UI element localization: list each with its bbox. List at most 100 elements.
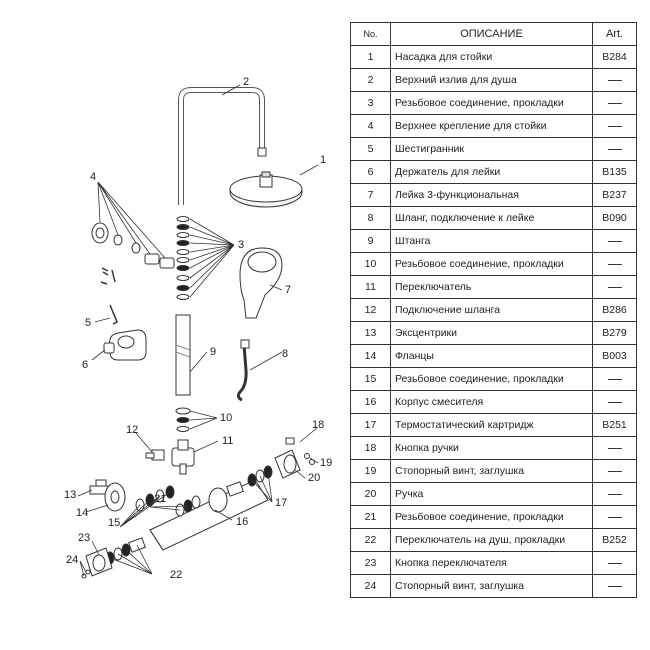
part-article: B237 <box>592 183 637 207</box>
callout-5: 5 <box>85 317 91 329</box>
part-number: 5 <box>350 137 391 161</box>
part-number: 12 <box>350 298 391 322</box>
callout-19: 19 <box>320 457 332 469</box>
callout-16: 16 <box>236 516 248 528</box>
part-article <box>592 114 637 138</box>
part-description: Корпус смесителя <box>390 390 593 414</box>
no-article-dash <box>607 401 622 403</box>
part-description: Шланг, подключение к лейке <box>390 206 593 230</box>
part-description: Шестигранник <box>390 137 593 161</box>
part-number: 9 <box>350 229 391 253</box>
part-article: B090 <box>592 206 637 230</box>
part-description: Верхний излив для душа <box>390 68 593 92</box>
callout-21: 21 <box>154 493 166 505</box>
leader-lines <box>77 84 319 577</box>
no-article-dash <box>607 79 622 81</box>
part-number: 10 <box>350 252 391 276</box>
no-article-dash <box>607 378 622 380</box>
no-article-dash <box>607 263 622 265</box>
part-description: Переключатель на душ, прокладки <box>390 528 593 552</box>
fittings-stack-part <box>176 216 190 300</box>
part-number: 3 <box>350 91 391 115</box>
part-description: Лейка 3-функциональная <box>390 183 593 207</box>
part-number: 6 <box>350 160 391 184</box>
part-description: Переключатель <box>390 275 593 299</box>
part-article <box>592 459 637 483</box>
part-article: B135 <box>592 160 637 184</box>
part-article <box>592 229 637 253</box>
part-number: 21 <box>350 505 391 529</box>
header-art: Art. <box>592 22 637 46</box>
shower-arm-part <box>178 87 267 205</box>
callout-8: 8 <box>282 348 288 360</box>
part-description: Стопорный винт, заглушка <box>390 574 593 598</box>
part-article <box>592 574 637 598</box>
part-article: B284 <box>592 45 637 69</box>
part-description: Термостатический картридж <box>390 413 593 437</box>
no-article-dash <box>607 516 622 518</box>
part-description: Эксцентрики <box>390 321 593 345</box>
no-article-dash <box>607 148 622 150</box>
part-number: 8 <box>350 206 391 230</box>
part-description: Ручка <box>390 482 593 506</box>
hand-shower-part <box>239 247 283 319</box>
exploded-diagram: 1 2 3 4 5 6 7 8 9 10 11 12 13 14 15 16 1… <box>64 76 332 581</box>
part-article <box>592 68 637 92</box>
callout-14: 14 <box>76 507 88 519</box>
part-description: Фланцы <box>390 344 593 368</box>
part-article <box>592 436 637 460</box>
part-description: Подключение шланга <box>390 298 593 322</box>
table-header-row: No. ОПИСАНИЕ Art. <box>350 22 637 46</box>
part-description: Резьбовое соединение, прокладки <box>390 505 593 529</box>
no-article-dash <box>607 470 622 472</box>
rod-fittings-part <box>175 407 191 432</box>
no-article-dash <box>607 286 622 288</box>
hose-connector-part <box>145 449 165 461</box>
part-article: B279 <box>592 321 637 345</box>
part-description: Кнопка ручки <box>390 436 593 460</box>
part-description: Стопорный винт, заглушка <box>390 459 593 483</box>
header-description: ОПИСАНИЕ <box>390 22 593 46</box>
part-number: 4 <box>350 114 391 138</box>
callout-20: 20 <box>308 472 320 484</box>
part-number: 2 <box>350 68 391 92</box>
part-article <box>592 551 637 575</box>
part-description: Резьбовое соединение, прокладки <box>390 252 593 276</box>
part-article <box>592 390 637 414</box>
no-article-dash <box>607 240 622 242</box>
part-number: 7 <box>350 183 391 207</box>
hex-key-part <box>100 267 118 325</box>
part-article: B286 <box>592 298 637 322</box>
callout-11: 11 <box>222 435 233 447</box>
callout-1: 1 <box>320 154 326 166</box>
no-article-dash <box>607 447 622 449</box>
top-mount-part <box>91 222 175 269</box>
no-article-dash <box>607 125 622 127</box>
shower-diverter-part <box>105 537 146 565</box>
part-article <box>592 482 637 506</box>
callout-2: 2 <box>243 76 249 88</box>
header-no: No. <box>350 22 391 46</box>
no-article-dash <box>607 102 622 104</box>
part-article: B003 <box>592 344 637 368</box>
